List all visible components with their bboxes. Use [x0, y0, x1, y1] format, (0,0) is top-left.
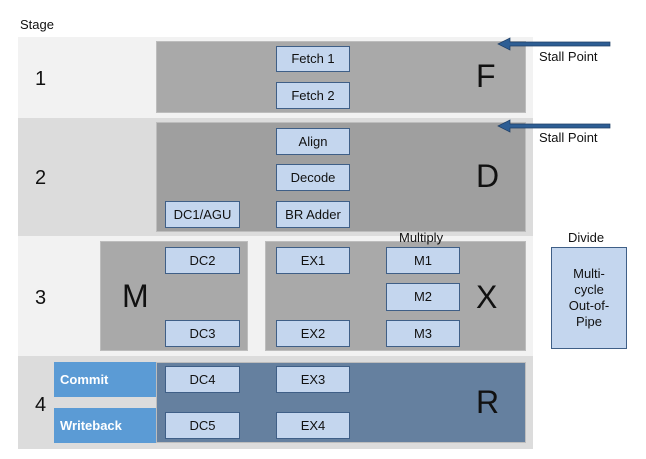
stage-letter-d: D — [476, 158, 500, 194]
ex1-box: EX1 — [276, 247, 350, 274]
divide-box: Multi- cycle Out-of- Pipe — [551, 247, 627, 349]
multiply-label: Multiply — [399, 230, 444, 245]
ex3-box: EX3 — [276, 366, 350, 393]
writeback-tag: Writeback — [54, 408, 156, 443]
commit-tag: Commit — [54, 362, 156, 397]
divide-label: Divide — [568, 230, 605, 245]
stall-arrow-1 — [497, 37, 611, 51]
br-adder-box: BR Adder — [276, 201, 350, 228]
stage-header: Stage — [20, 17, 54, 32]
m3-box: M3 — [386, 320, 460, 347]
decode-box: Decode — [276, 164, 350, 191]
stage-letter-f: F — [476, 58, 496, 94]
stage-number-2: 2 — [35, 167, 47, 189]
stage-letter-m: M — [122, 278, 149, 314]
m2-box: M2 — [386, 283, 460, 311]
fetch2-box: Fetch 2 — [276, 82, 350, 109]
dc5-box: DC5 — [165, 412, 240, 439]
stage-number-1: 1 — [35, 68, 47, 90]
dc2-box: DC2 — [165, 247, 240, 274]
stage-number-4: 4 — [35, 394, 47, 416]
stall-arrows — [497, 37, 611, 133]
dc3-box: DC3 — [165, 320, 240, 347]
stall-point-label-1: Stall Point — [539, 49, 598, 64]
stage-number-3: 3 — [35, 287, 47, 309]
fetch1-box: Fetch 1 — [276, 46, 350, 72]
ex2-box: EX2 — [276, 320, 350, 347]
m1-box: M1 — [386, 247, 460, 274]
stall-point-label-2: Stall Point — [539, 130, 598, 145]
stall-arrow-2 — [497, 119, 611, 133]
align-box: Align — [276, 128, 350, 155]
ex4-box: EX4 — [276, 412, 350, 439]
dc4-box: DC4 — [165, 366, 240, 393]
stage-letter-x: X — [476, 279, 498, 315]
stage-letter-r: R — [476, 384, 500, 420]
dc1-agu-box: DC1/AGU — [165, 201, 240, 228]
